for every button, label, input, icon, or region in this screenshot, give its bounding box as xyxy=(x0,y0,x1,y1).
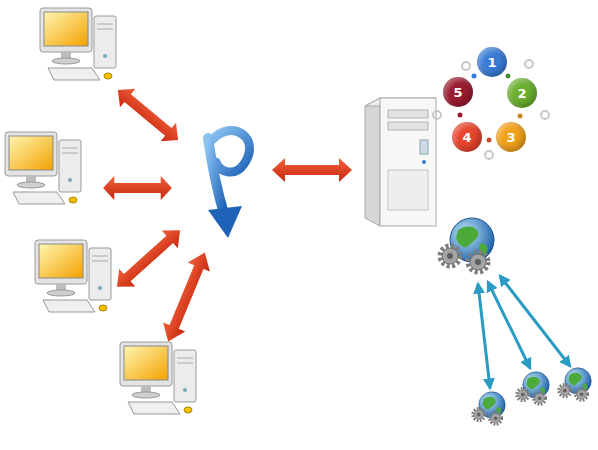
number-circle: 5 xyxy=(443,77,473,107)
blue-arrows xyxy=(478,276,570,388)
callout-number: 3 xyxy=(506,131,515,144)
network-globe xyxy=(440,218,494,272)
client-computer xyxy=(5,132,81,204)
network-globe xyxy=(559,368,591,400)
client-computer xyxy=(35,240,111,312)
server xyxy=(365,98,436,226)
client-computer xyxy=(40,8,116,80)
number-circle: 2 xyxy=(507,78,537,108)
red-arrow xyxy=(109,221,188,296)
hub-logo xyxy=(208,131,250,238)
client-computer xyxy=(120,342,196,414)
callout-number: 2 xyxy=(517,87,526,100)
number-circle: 3 xyxy=(496,122,526,152)
red-arrow xyxy=(110,81,186,150)
number-circle: 4 xyxy=(452,122,482,152)
callout-number: 5 xyxy=(453,86,462,99)
red-arrow xyxy=(157,248,216,346)
network-globe xyxy=(473,392,505,424)
number-circle: 1 xyxy=(477,47,507,77)
network-globe xyxy=(517,372,549,404)
red-arrow xyxy=(272,158,352,182)
callout-number: 1 xyxy=(487,56,496,69)
callout-number: 4 xyxy=(462,131,471,144)
red-arrow xyxy=(103,176,172,200)
